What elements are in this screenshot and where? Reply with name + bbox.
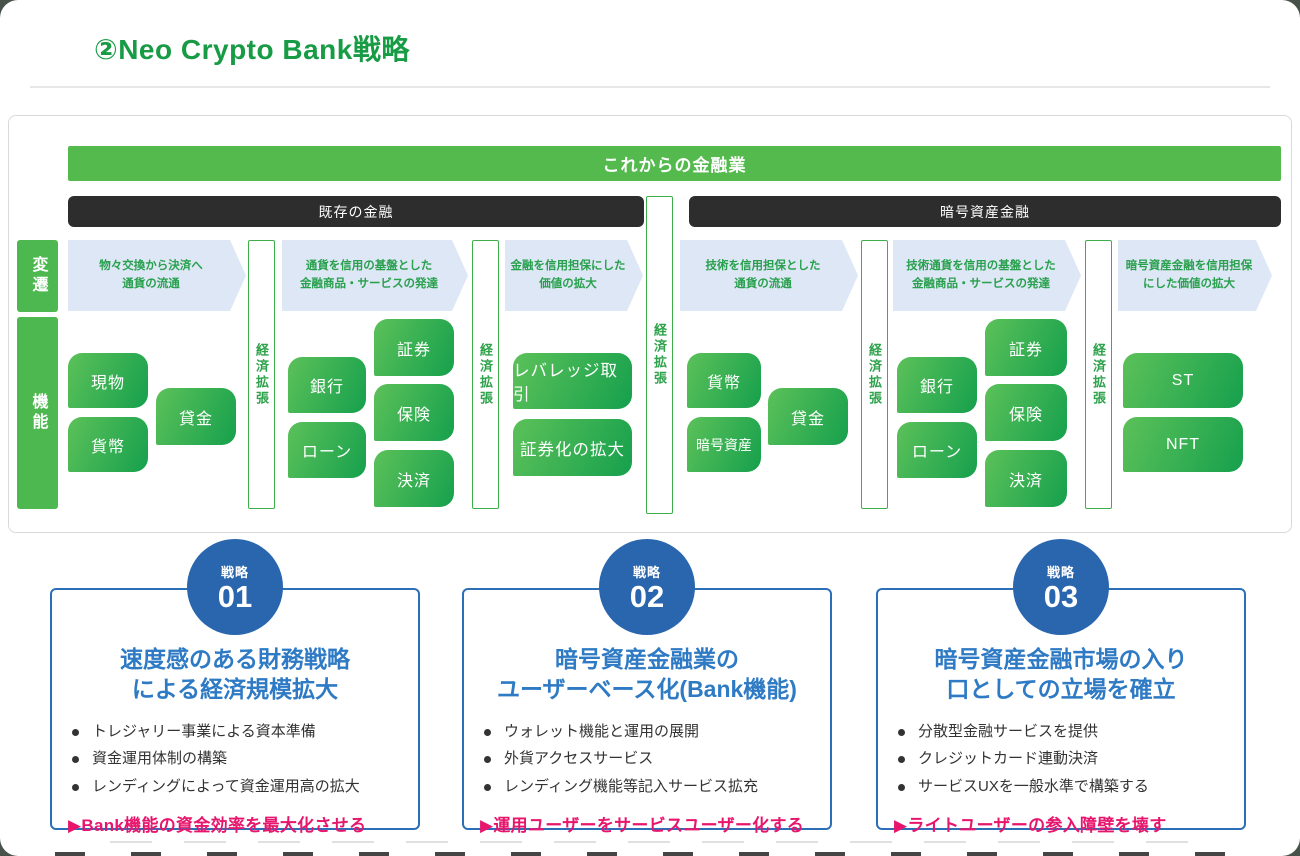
function-box-shoken-1: 証券 [374,319,454,376]
diagram-header-bar: これからの金融業 [68,146,1281,181]
strategy-card-2: 戦略 02 暗号資産金融業の ユーザーベース化(Bank機能) ウォレット機能と… [462,539,832,835]
row-label-transition: 変遷 [17,240,58,312]
function-box-crypto-asset: 暗号資産 [687,417,761,472]
strategy-title: 暗号資産金融市場の入り 口としての立場を確立 [934,646,1188,703]
expansion-column-center: 経済拡張 [646,196,673,514]
section-crypto-finance: 暗号資産金融 [689,196,1281,227]
arrow-stage-1: 物々交換から決済へ 通貨の流通 [68,240,246,311]
strategy-title: 暗号資産金融業の ユーザーベース化(Bank機能) [497,646,797,703]
function-box-securitization: 証券化の拡大 [513,419,632,476]
strategy-badge-1: 戦略 01 [187,539,283,635]
strategy-bullet: レンディング機能等記入サービス拡充 [484,773,820,801]
function-box-kessai-1: 決済 [374,450,454,507]
strategy-badge-label: 戦略 [220,565,249,581]
strategy-highlight: ▶Bank機能の資金効率を最大化させる [68,815,367,835]
function-box-genbutsu: 現物 [68,353,148,408]
function-box-kashikin-2: 貸金 [768,388,848,445]
strategy-bullet: ウォレット機能と運用の展開 [484,718,820,746]
strategy-bullet: 資金運用体制の構築 [72,745,408,773]
arrow-stage-4: 技術を信用担保とした 通貨の流通 [680,240,858,311]
strategy-badge-3: 戦略 03 [1013,539,1109,635]
strategy-card-3: 戦略 03 暗号資産金融市場の入り 口としての立場を確立 分散型金融サービスを提… [876,539,1246,835]
strategy-highlight: ▶運用ユーザーをサービスユーザー化する [480,815,805,835]
row-label-function: 機能 [17,317,58,509]
strategy-bullet: トレジャリー事業による資本準備 [72,718,408,746]
expansion-column-1: 経済拡張 [248,240,275,509]
strategy-badge-number: 01 [217,579,253,615]
expansion-column-4: 経済拡張 [861,240,888,509]
strategy-bullet: 外貨アクセスサービス [484,745,820,773]
page-title: ②Neo Crypto Bank戦略 [94,34,410,65]
function-box-loan-2: ローン [897,422,977,478]
strategy-bullet: 分散型金融サービスを提供 [898,718,1234,746]
strategy-badge-label: 戦略 [1046,565,1075,581]
function-box-kahei-2: 貨幣 [687,353,761,408]
function-box-kashikin-1: 貸金 [156,388,236,445]
arrow-stage-5: 技術通貨を信用の基盤とした 金融商品・サービスの発達 [893,240,1081,311]
arrow-stage-6: 暗号資産金融を信用担保 にした価値の拡大 [1118,240,1272,311]
strategy-bullet-list: ウォレット機能と運用の展開 外貨アクセスサービス レンディング機能等記入サービス… [464,718,830,801]
strategy-bullet: サービスUXを一般水準で構築する [898,773,1234,801]
cutoff-divider-faint [110,841,1190,843]
title-divider [30,86,1270,88]
expansion-column-2: 経済拡張 [472,240,499,509]
function-box-nft: NFT [1123,417,1243,472]
strategy-highlight: ▶ライトユーザーの参入障壁を壊す [894,815,1167,835]
strategy-bullet-list: 分散型金融サービスを提供 クレジットカード連動決済 サービスUXを一般水準で構築… [878,718,1244,801]
function-box-shoken-2: 証券 [985,319,1067,376]
strategy-badge-number: 02 [629,579,665,615]
strategy-bullet: クレジットカード連動決済 [898,745,1234,773]
function-box-st: ST [1123,353,1243,408]
function-box-kahei-1: 貨幣 [68,417,148,472]
function-box-loan-1: ローン [288,422,366,478]
arrow-stage-3: 金融を信用担保にした 価値の拡大 [505,240,643,311]
cutoff-divider-dark [55,852,1245,856]
strategy-card-1: 戦略 01 速度感のある財務戦略 による経済規模拡大 トレジャリー事業による資本… [50,539,420,835]
section-existing-finance: 既存の金融 [68,196,644,227]
arrow-stage-2: 通貨を信用の基盤とした 金融商品・サービスの発達 [282,240,468,311]
strategy-badge-label: 戦略 [632,565,661,581]
function-box-ginko-2: 銀行 [897,357,977,413]
function-box-kessai-2: 決済 [985,450,1067,507]
function-box-ginko-1: 銀行 [288,357,366,413]
function-box-hoken-1: 保険 [374,384,454,441]
strategy-title: 速度感のある財務戦略 による経済規模拡大 [120,646,350,703]
strategy-bullet-list: トレジャリー事業による資本準備 資金運用体制の構築 レンディングによって資金運用… [52,718,418,801]
expansion-column-5: 経済拡張 [1085,240,1112,509]
strategy-badge-2: 戦略 02 [599,539,695,635]
function-box-leverage: レバレッジ取引 [513,353,632,409]
strategy-badge-number: 03 [1043,579,1079,615]
function-box-hoken-2: 保険 [985,384,1067,441]
strategy-bullet: レンディングによって資金運用高の拡大 [72,773,408,801]
